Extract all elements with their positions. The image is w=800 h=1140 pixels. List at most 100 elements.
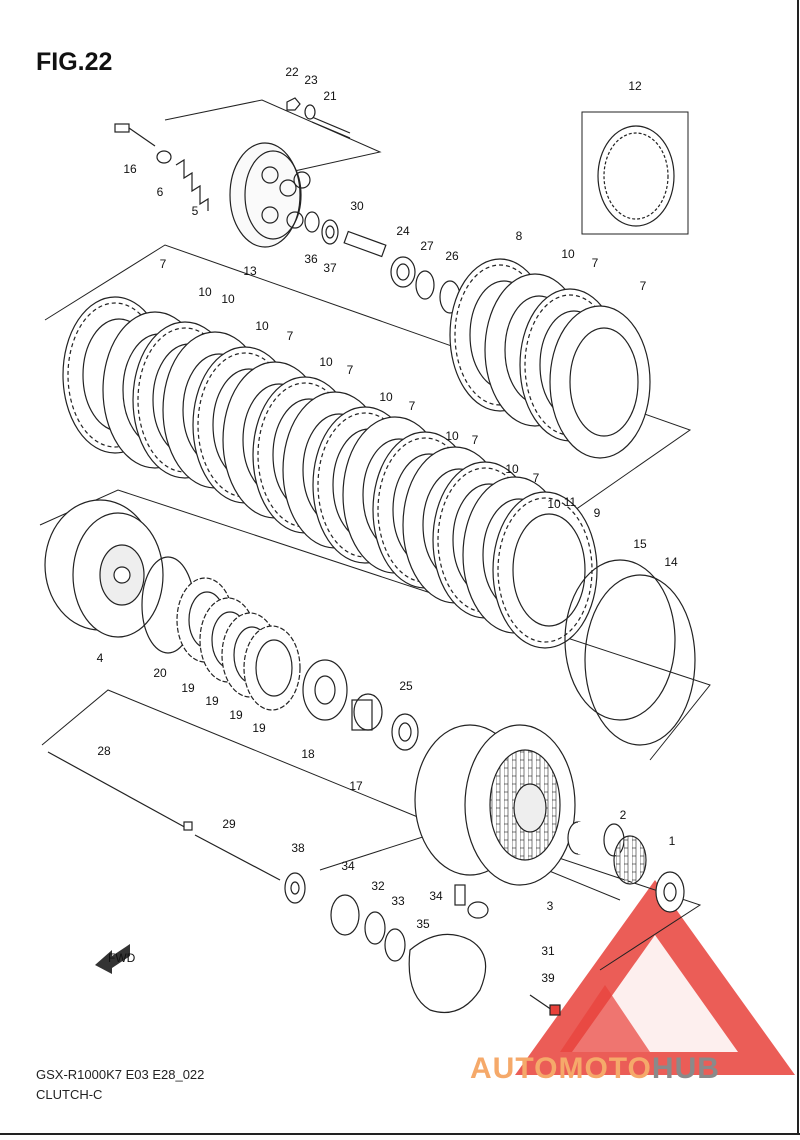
nut-24 <box>390 256 416 288</box>
callout-4: 4 <box>97 651 104 665</box>
callout-10: 10 <box>379 390 393 404</box>
bearing-37 <box>321 219 339 245</box>
steel-plate <box>549 305 651 459</box>
callout-29: 29 <box>222 817 236 831</box>
washer-36 <box>304 211 320 233</box>
clutch-sleeve-hub-4 <box>44 499 164 638</box>
callout-19: 19 <box>205 694 219 708</box>
model-code: GSX-R1000K7 E03 E28_022 <box>36 1067 205 1082</box>
callout-27: 27 <box>420 239 434 253</box>
plate-inner-edge <box>569 327 639 437</box>
border-bottom <box>0 1133 800 1135</box>
bolt-16 <box>114 123 156 147</box>
spring-washer-inner <box>255 639 293 697</box>
watermark-text: AUTOMOTOHUB <box>470 1052 720 1086</box>
washer-27 <box>415 270 435 300</box>
spacer-2 <box>567 821 625 857</box>
callout-33: 33 <box>391 894 405 908</box>
callout-layer: 2223211665133036372427261281071071071071… <box>97 65 678 985</box>
callout-10: 10 <box>319 355 333 369</box>
callout-32: 32 <box>371 879 385 893</box>
watermark-text-part2: HUB <box>651 1052 720 1085</box>
callout-38: 38 <box>291 841 305 855</box>
callout-13: 13 <box>243 264 257 278</box>
callout-23: 23 <box>304 73 318 87</box>
callout-16: 16 <box>123 162 137 176</box>
callout-28: 28 <box>97 744 111 758</box>
callout-7: 7 <box>472 433 479 447</box>
slave-cylinder-31 <box>330 884 489 1014</box>
callout-5: 5 <box>192 204 199 218</box>
release-rod-28 <box>47 751 193 831</box>
callout-10: 10 <box>255 319 269 333</box>
callout-7: 7 <box>640 279 647 293</box>
callout-15: 15 <box>633 537 647 551</box>
callout-7: 7 <box>409 399 416 413</box>
push-rod-29 <box>194 834 281 881</box>
inset-plate-12 <box>597 125 675 227</box>
thrust-washer-1 <box>655 871 685 913</box>
callout-10: 10 <box>561 247 575 261</box>
callout-10: 10 <box>445 429 459 443</box>
callout-11: 11 <box>564 495 577 509</box>
callout-19: 19 <box>181 681 195 695</box>
ring-14 <box>584 574 696 746</box>
callout-20: 20 <box>153 666 167 680</box>
needle-bearing-2 <box>613 835 647 885</box>
callout-34: 34 <box>429 889 443 903</box>
washer-25 <box>391 713 419 751</box>
washer-23 <box>304 104 316 120</box>
callout-21: 21 <box>323 89 337 103</box>
callout-37: 37 <box>323 261 337 275</box>
callout-31: 31 <box>541 944 555 958</box>
callout-8: 8 <box>516 229 523 243</box>
callout-9: 9 <box>594 506 601 520</box>
callout-3: 3 <box>547 899 554 913</box>
callout-1: 1 <box>669 834 676 848</box>
oil-seal-38 <box>284 872 306 904</box>
figure-title: FIG.22 <box>36 48 113 76</box>
callout-18: 18 <box>301 747 315 761</box>
seat-18 <box>302 659 348 721</box>
spring-5 <box>175 158 209 211</box>
callout-7: 7 <box>287 329 294 343</box>
callout-7: 7 <box>533 471 540 485</box>
callout-19: 19 <box>229 708 243 722</box>
callout-7: 7 <box>592 256 599 270</box>
callout-10: 10 <box>221 292 235 306</box>
callout-19: 19 <box>252 721 266 735</box>
callout-17: 17 <box>349 779 363 793</box>
callout-22: 22 <box>285 65 299 79</box>
bolt-21 <box>311 116 351 139</box>
callout-14: 14 <box>664 555 678 569</box>
spring-washers-19 <box>176 577 301 711</box>
washer-6 <box>156 150 172 164</box>
pushrod-30 <box>343 230 387 258</box>
ring-15 <box>564 559 676 721</box>
callout-30: 30 <box>350 199 364 213</box>
callout-7: 7 <box>347 363 354 377</box>
watermark-text-part1: AUTOMOTO <box>470 1052 652 1085</box>
clutch-plate-stack-rear <box>449 258 696 746</box>
bolt-39 <box>529 994 561 1016</box>
friction-plate <box>492 491 598 649</box>
clutch-plate-stack <box>62 296 598 649</box>
callout-6: 6 <box>157 185 164 199</box>
section-name: CLUTCH-C <box>36 1087 103 1102</box>
fwd-label: FWD <box>108 951 136 965</box>
plate-inner-edge <box>512 513 586 627</box>
plate-tabs <box>497 497 593 643</box>
pressure-plate-13 <box>229 142 311 248</box>
callout-10: 10 <box>198 285 212 299</box>
border-right <box>797 0 799 1135</box>
callout-25: 25 <box>399 679 413 693</box>
callout-7: 7 <box>160 257 167 271</box>
primary-driven-gear-3 <box>414 724 576 886</box>
watermark-logo <box>515 880 795 1075</box>
callout-35: 35 <box>416 917 430 931</box>
fwd-arrow-icon: FWD <box>95 944 136 974</box>
callout-12: 12 <box>628 79 642 93</box>
callout-26: 26 <box>445 249 459 263</box>
